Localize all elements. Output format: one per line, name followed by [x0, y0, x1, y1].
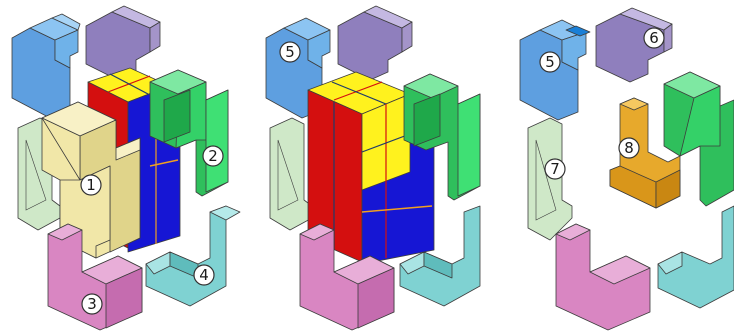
svg-text:6: 6: [649, 29, 659, 47]
right-assembly: 5 6 7 8: [519, 7, 734, 331]
label-7: 7: [544, 158, 566, 180]
svg-text:3: 3: [87, 295, 97, 313]
label-1: 1: [80, 174, 102, 196]
central-cube-middle: [307, 71, 435, 265]
label-3: 3: [81, 293, 103, 315]
label-8: 8: [618, 137, 640, 159]
piece-3-pink: [47, 223, 143, 331]
piece-5-blue-left: [11, 13, 81, 119]
piece-2-green-middle: [403, 73, 481, 201]
label-2: 2: [202, 145, 224, 167]
piece-7-green-middle: [269, 117, 313, 231]
svg-text:5: 5: [285, 43, 295, 61]
piece-3-pink-right: [555, 223, 651, 331]
label-5-middle: 5: [279, 41, 301, 63]
svg-text:2: 2: [208, 147, 218, 165]
label-4: 4: [193, 264, 215, 286]
svg-text:1: 1: [86, 176, 96, 194]
piece-4-cyan-middle: [399, 205, 481, 307]
middle-assembly: 5: [265, 5, 481, 331]
piece-3-pink-middle: [299, 223, 395, 331]
piece-6-purple-left: [85, 5, 161, 81]
piece-7-green-right: [527, 117, 573, 241]
label-5-right: 5: [539, 51, 561, 73]
svg-text:5: 5: [545, 53, 555, 71]
piece-2-green-right: [663, 71, 734, 207]
piece-6-purple-middle: [337, 5, 413, 81]
label-6: 6: [643, 27, 665, 49]
piece-4-cyan-right: [657, 205, 734, 309]
piece-5-blue-right: [519, 19, 591, 121]
svg-text:4: 4: [199, 266, 209, 284]
piece-8-orange: [609, 97, 681, 209]
svg-text:8: 8: [624, 139, 634, 157]
svg-text:7: 7: [550, 160, 560, 178]
left-assembly: 1 2 3 4: [11, 5, 241, 331]
